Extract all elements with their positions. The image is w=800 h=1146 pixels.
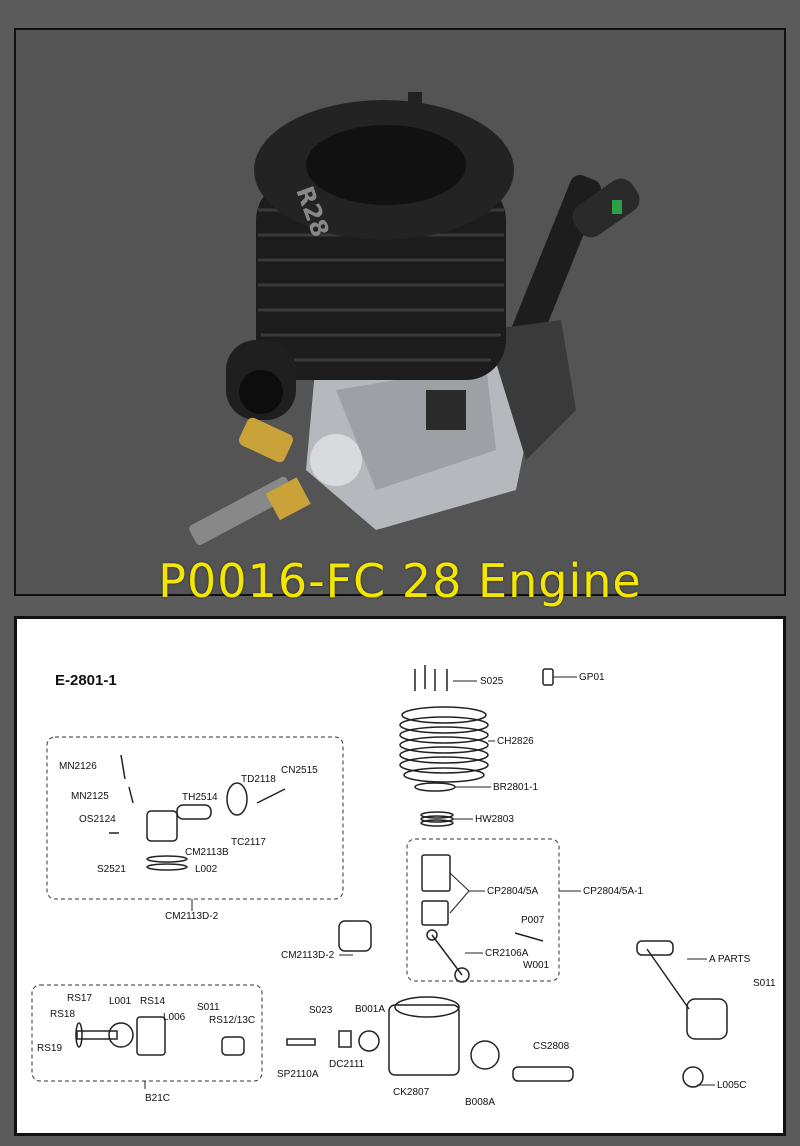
label-S2521: S2521 (97, 864, 126, 875)
label-CS2808: CS2808 (533, 1041, 570, 1052)
label-S025: S025 (480, 676, 504, 687)
label-CH2826: CH2826 (497, 736, 534, 747)
label-TD2118: TD2118 (241, 774, 276, 785)
leader-lines (144, 676, 715, 1089)
product-photo-panel: R28 P0016-FC 28 Engine (14, 28, 786, 608)
cylinder-head: R28 (254, 100, 514, 380)
carburetor-group-box (46, 736, 344, 900)
page-title: P0016-FC 28 Engine (158, 554, 642, 608)
label-TC2117: TC2117 (231, 837, 266, 848)
backplate-group-box (31, 984, 263, 1082)
label-L001: L001 (109, 996, 132, 1007)
label-B008A: B008A (465, 1097, 495, 1108)
label-L006: L006 (163, 1012, 186, 1023)
label-OS2124: OS2124 (79, 814, 116, 825)
label-S023: S023 (309, 1005, 333, 1016)
label-B001A: B001A (355, 1004, 385, 1015)
label-RS17: RS17 (67, 993, 92, 1004)
label-B21C: B21C (145, 1093, 170, 1104)
label-W001: W001 (523, 960, 550, 971)
label-GP01: GP01 (579, 672, 605, 683)
label-HW2803: HW2803 (475, 814, 514, 825)
label-L002: L002 (195, 864, 218, 875)
engine-illustration: R28 (189, 92, 640, 546)
piston-group-box (406, 838, 560, 982)
label-DC2111: DC2111 (329, 1059, 365, 1070)
label-MN2125: MN2125 (71, 791, 109, 802)
diagram-code: E-2801-1 (55, 672, 117, 689)
part-labels: S025 GP01 CH2826 BR2801-1 HW2803 CP2804/… (37, 672, 776, 1108)
label-RS18: RS18 (50, 1009, 75, 1020)
label-MN2126: MN2126 (59, 761, 97, 772)
parts-diagram-svg: E-2801-1 (31, 665, 776, 1108)
label-S011-right: S011 (753, 978, 776, 989)
label-SP2110A: SP2110A (277, 1069, 319, 1080)
label-RS14: RS14 (140, 996, 165, 1007)
label-CK2807: CK2807 (393, 1087, 430, 1098)
label-L005C: L005C (717, 1080, 746, 1091)
label-CM2113D-2: CM2113D-2 (281, 950, 335, 961)
label-CM2113B: CM2113B (185, 847, 229, 858)
label-TH2514: TH2514 (182, 792, 218, 803)
label-CR2106A: CR2106A (485, 948, 529, 959)
label-CP2804-5A: CP2804/5A (487, 886, 538, 897)
label-CM2113D-2-group: CM2113D-2 (165, 911, 219, 922)
label-RS19: RS19 (37, 1043, 62, 1054)
label-CN2515: CN2515 (281, 765, 318, 776)
carburetor (189, 340, 362, 546)
label-A-PARTS: A PARTS (709, 954, 751, 965)
label-RS12-13C: RS12/13C (209, 1015, 255, 1026)
label-S011-left: S011 (197, 1002, 220, 1013)
part-drawings (75, 665, 728, 1088)
label-P007: P007 (521, 915, 545, 926)
label-CP2804-5A-1: CP2804/5A-1 (583, 886, 643, 897)
label-BR2801-1: BR2801-1 (493, 782, 538, 793)
exploded-parts-diagram: E-2801-1 (14, 616, 786, 1136)
